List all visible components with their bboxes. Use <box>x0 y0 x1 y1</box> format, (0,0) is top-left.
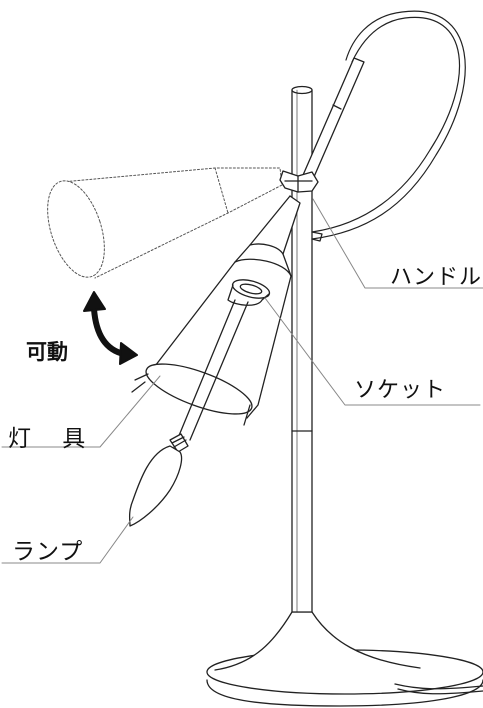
label-shade: 灯 具 <box>8 426 98 452</box>
label-lamp: ランプ <box>12 539 84 565</box>
lamp-shade <box>131 195 301 426</box>
label-socket: ソケット <box>354 378 447 403</box>
socket <box>177 279 271 441</box>
label-handle: ハンドル <box>390 265 483 290</box>
label-movable: 可動 <box>26 340 68 364</box>
lamp-base <box>206 611 483 707</box>
curved-double-arrow-icon <box>83 291 138 365</box>
leader-lines <box>1 198 483 564</box>
joint-knob <box>279 170 319 193</box>
lamp-pole <box>291 85 313 613</box>
ghost-shade <box>47 167 283 279</box>
power-cord <box>311 10 466 242</box>
lamp-bulb <box>128 433 189 527</box>
